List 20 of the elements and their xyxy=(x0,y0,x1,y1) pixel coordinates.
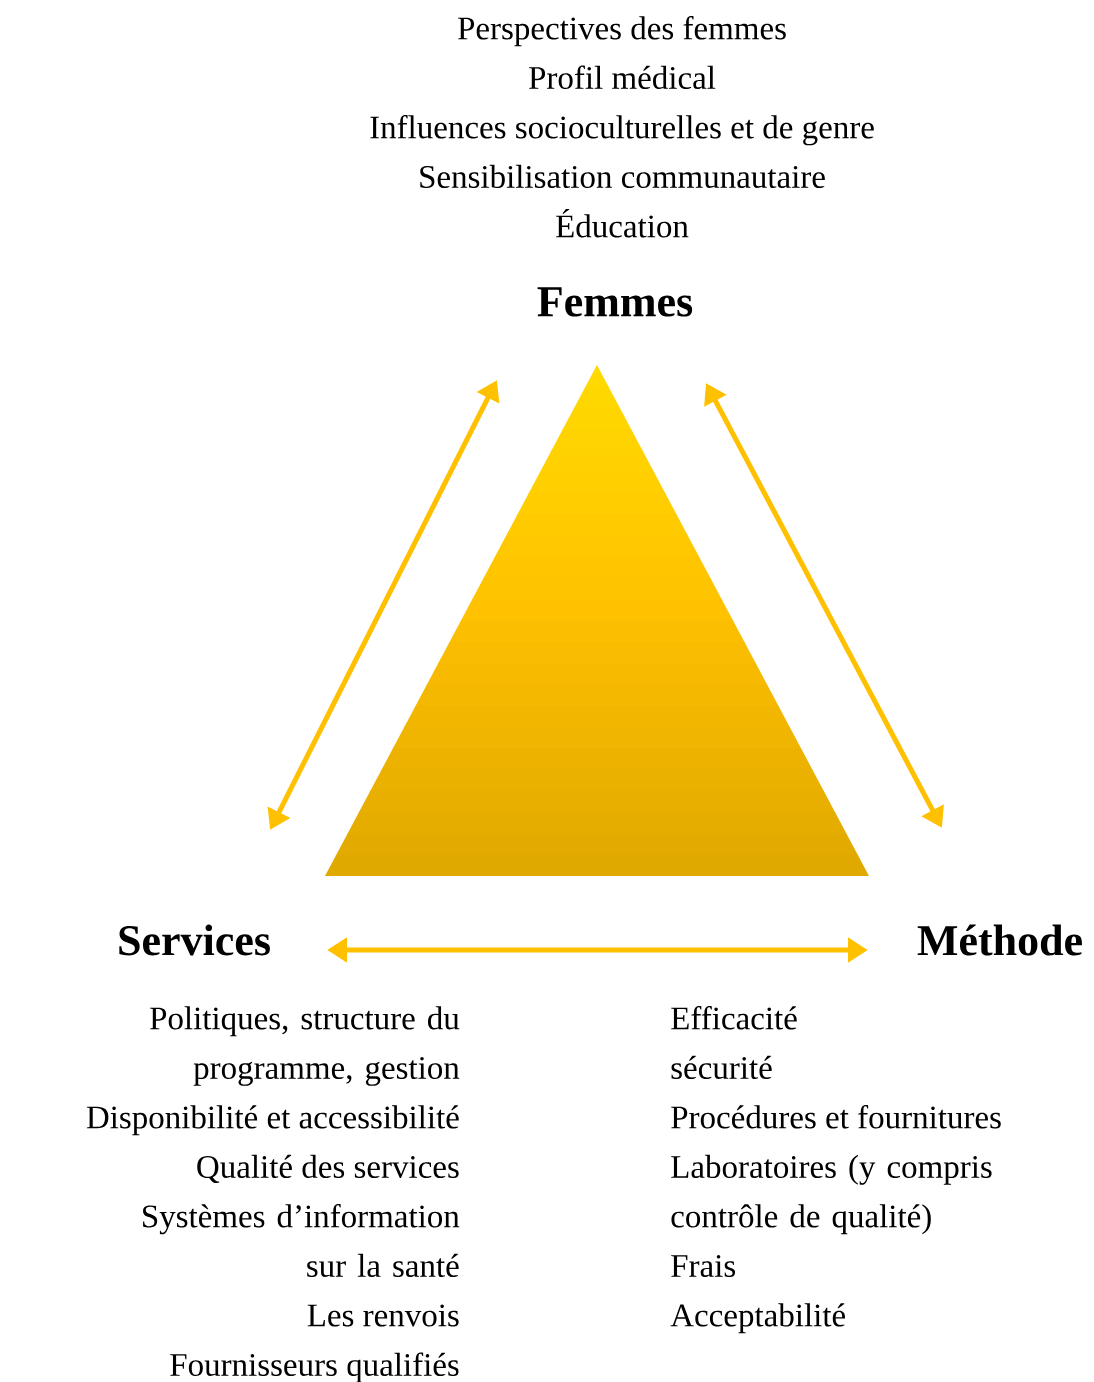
list-item: Politiques, structure du programme, gestion xyxy=(150,1006,460,1086)
heading: Méthode xyxy=(917,924,1082,956)
list-item: Les renvois xyxy=(307,1304,459,1327)
list-item: Profil médical xyxy=(529,65,716,90)
list-item: Efficacité xyxy=(671,1006,797,1030)
list-item: Acceptabilité xyxy=(670,1303,845,1334)
heading: Services xyxy=(119,924,270,956)
list-item: Fournisseurs qualifiés xyxy=(170,1352,459,1382)
list-item: Systèmes d’information sur la santé xyxy=(143,1204,460,1278)
list-item: Laboratoires (y compris contrôle de qualité) xyxy=(671,1154,992,1235)
list-item: Perspectives des femmes xyxy=(458,16,786,47)
list-item: Influences socioculturelles et de genre xyxy=(370,115,874,146)
list-item: sécurité xyxy=(671,1055,772,1080)
list-item: Disponibilité et accessibilité xyxy=(86,1105,459,1136)
list-item: Sensibilisation communautaire xyxy=(420,164,825,189)
list-item: Qualité des services xyxy=(197,1154,459,1184)
list-item: Frais xyxy=(671,1254,735,1278)
list-item: Procédures et fournitures xyxy=(671,1105,1001,1129)
heading: Femmes xyxy=(537,287,693,317)
list-item: Éducation xyxy=(556,208,689,238)
